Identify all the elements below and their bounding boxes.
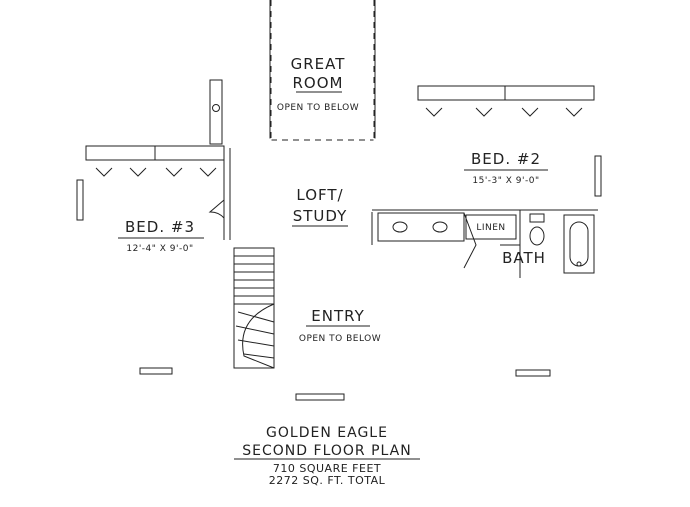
loft-label-line2: STUDY xyxy=(293,207,348,225)
windows xyxy=(76,155,602,401)
bed2-label: BED. #2 xyxy=(471,150,541,168)
great-room-label-line2: ROOM xyxy=(293,74,344,92)
entry-label: ENTRY xyxy=(311,307,365,325)
bed3-size: 12'-4" X 9'-0" xyxy=(126,244,193,254)
bath-vanity xyxy=(377,212,477,269)
interior-walls xyxy=(223,148,598,278)
great-room-label-line1: GREAT xyxy=(291,55,346,73)
great-room-note: OPEN TO BELOW xyxy=(277,103,359,113)
caption-total: 2272 SQ. FT. TOTAL xyxy=(269,474,386,487)
bed3-door xyxy=(208,199,225,219)
linen-label: LINEN xyxy=(476,223,505,233)
bed3-label: BED. #3 xyxy=(125,218,195,236)
bath-label: BATH xyxy=(502,249,546,267)
caption-title: GOLDEN EAGLE xyxy=(266,425,388,441)
entry-note: OPEN TO BELOW xyxy=(299,334,381,344)
caption-square-feet: 710 SQUARE FEET xyxy=(273,462,381,475)
caption-subtitle: SECOND FLOOR PLAN xyxy=(242,443,411,459)
chimney xyxy=(209,79,223,145)
loft-label-line1: LOFT/ xyxy=(296,186,343,204)
bed2-closet xyxy=(417,85,595,117)
great-room-open-area xyxy=(269,0,376,150)
staircase xyxy=(233,247,275,369)
linen-closet xyxy=(465,214,517,240)
bed2-size: 15'-3" X 9'-0" xyxy=(472,176,539,186)
toilet xyxy=(529,213,545,246)
bathtub xyxy=(563,214,595,274)
